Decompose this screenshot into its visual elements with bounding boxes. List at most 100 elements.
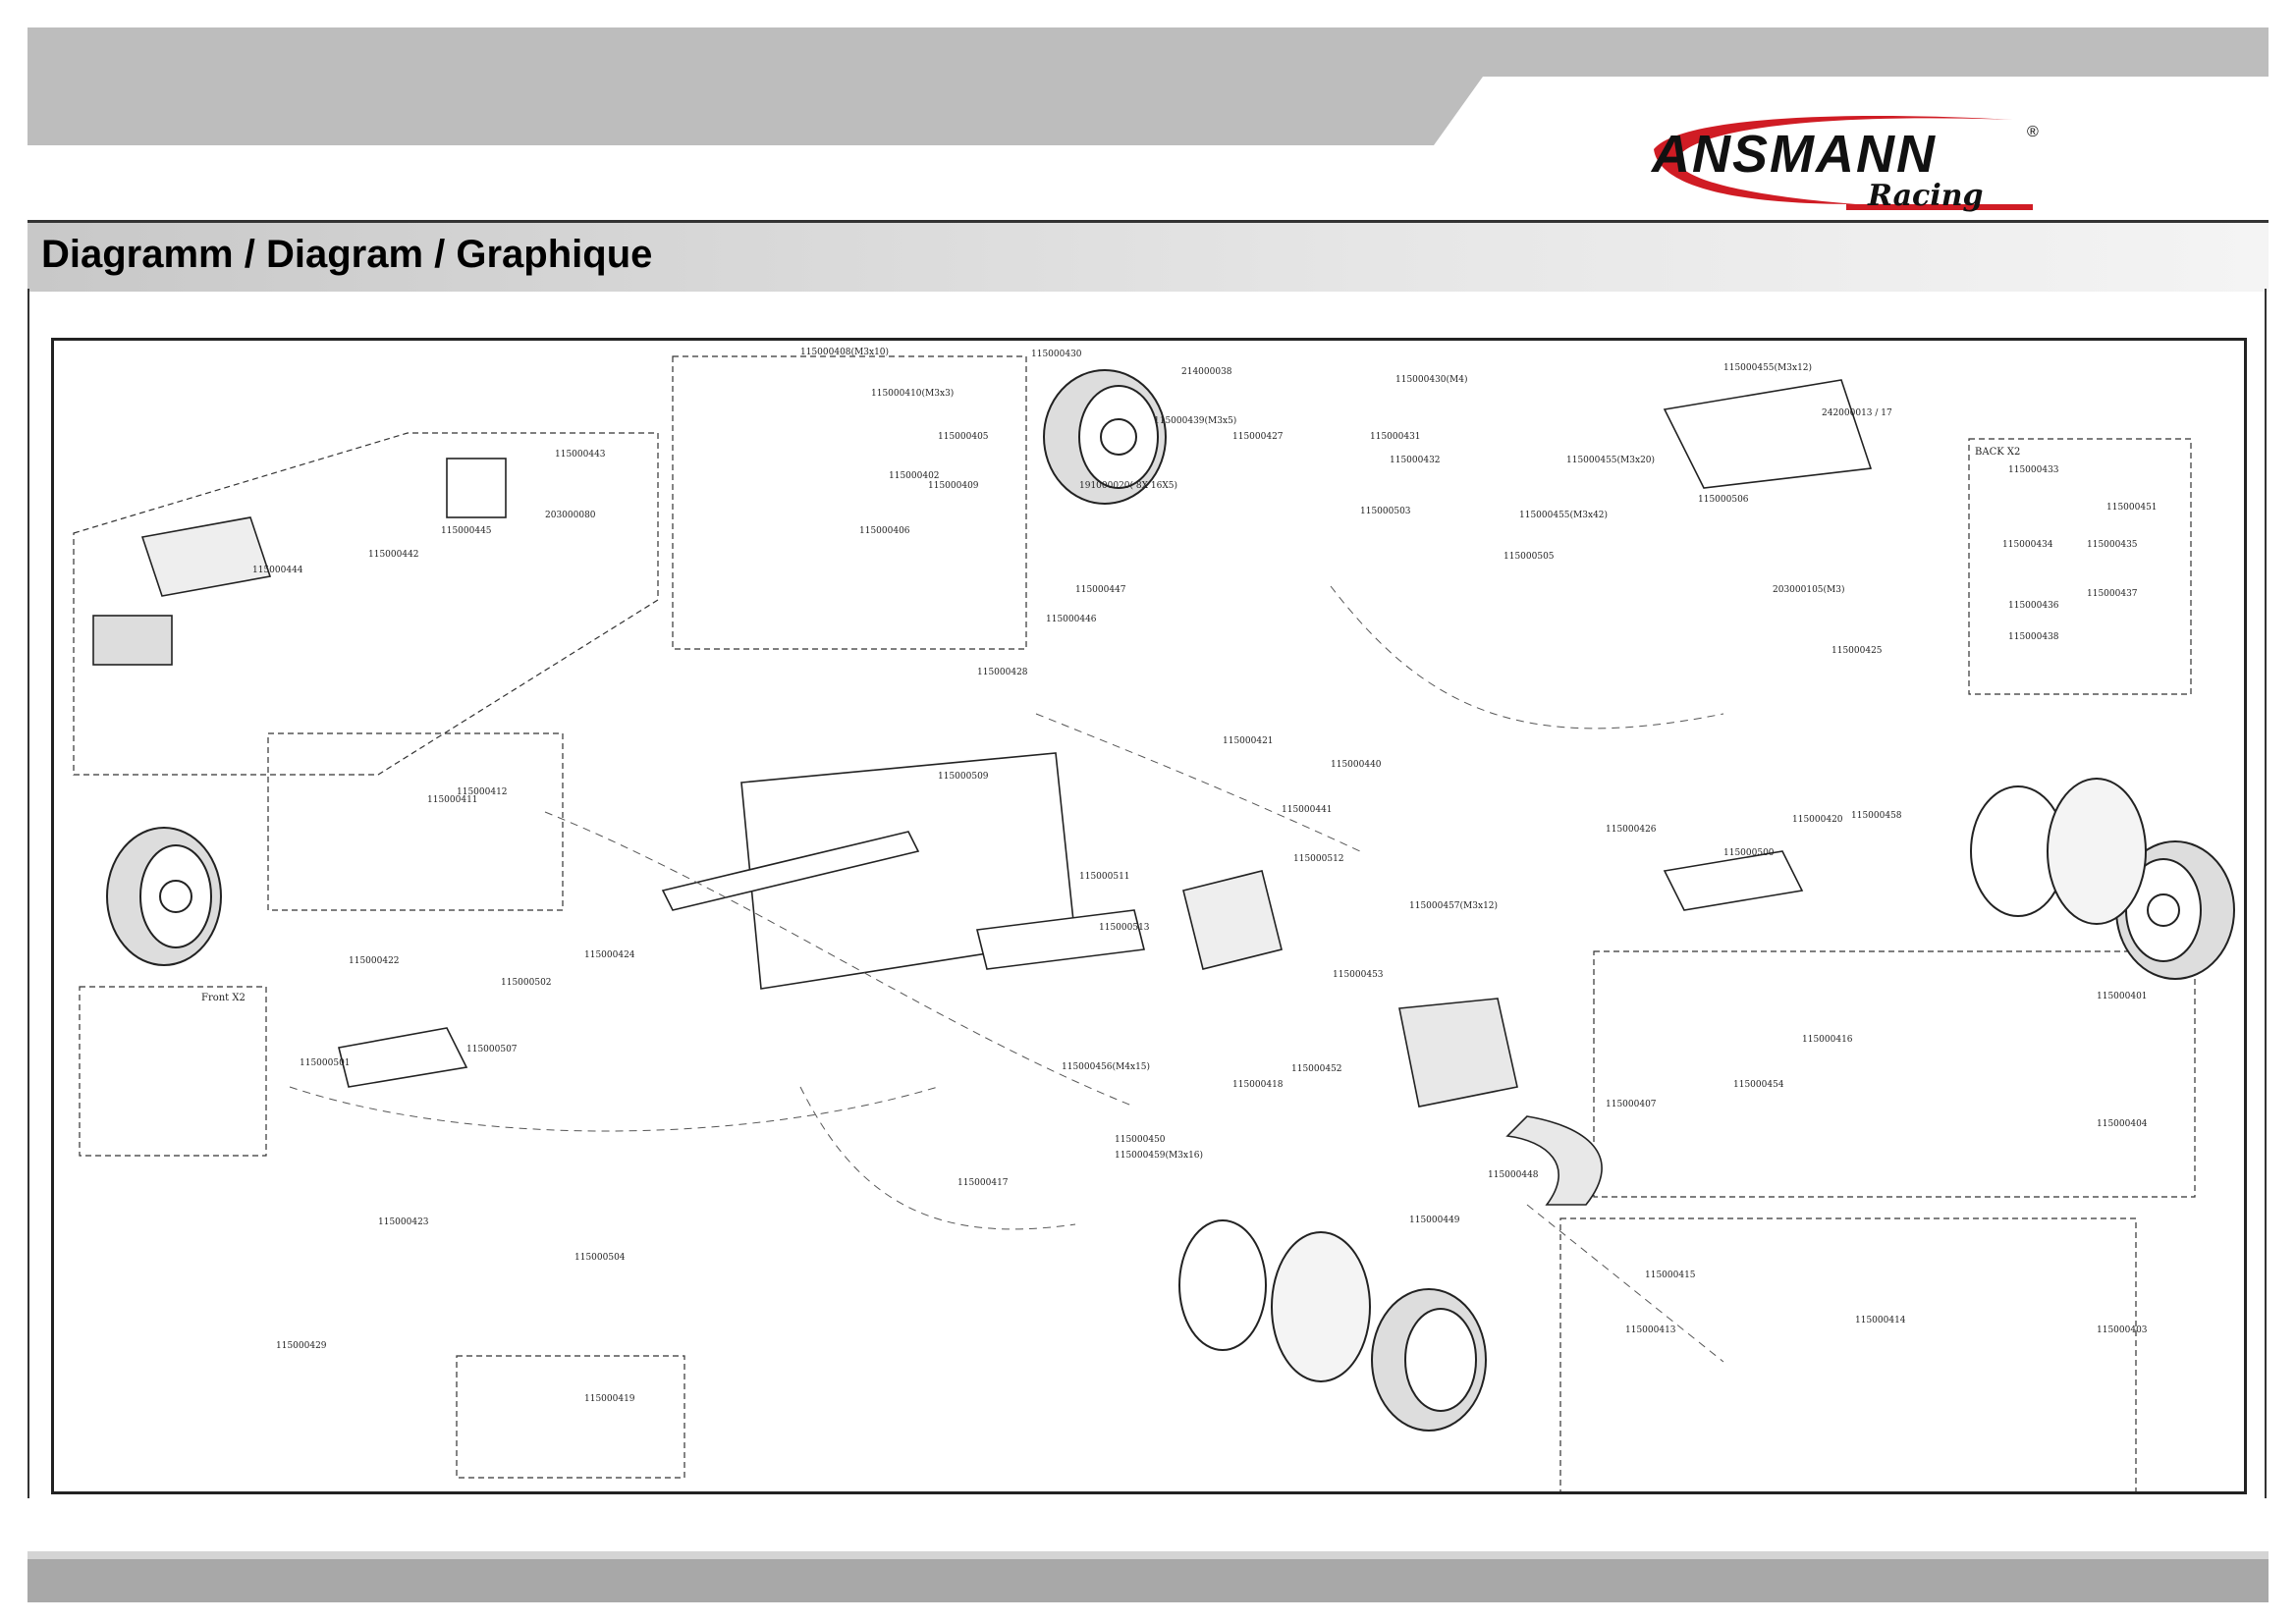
part-label: 115000404 bbox=[2097, 1119, 2148, 1129]
part-label: 115000507 bbox=[466, 1045, 518, 1054]
part-label: 214000038 bbox=[1181, 367, 1232, 377]
part-label: 115000408(M3x10) bbox=[800, 347, 889, 357]
part-label: 115000435 bbox=[2087, 540, 2138, 550]
part-label: 115000424 bbox=[584, 950, 635, 960]
part-label: 115000448 bbox=[1488, 1170, 1539, 1180]
servo-mount-group bbox=[456, 1355, 685, 1479]
brand-logo: ANSMANN ® Racing bbox=[1640, 110, 2052, 218]
part-label: 115000411 bbox=[427, 795, 478, 805]
part-labels: 115000408(M3x10) 115000430 214000038 115… bbox=[252, 347, 2158, 1404]
part-label: 115000423 bbox=[378, 1217, 429, 1227]
wheel-top-icon bbox=[1043, 369, 1167, 505]
rear-shock-group-label: BACK X2 bbox=[1975, 447, 2020, 458]
part-label: 115000455(M3x20) bbox=[1566, 455, 1655, 465]
part-label: 115000455(M3x12) bbox=[1723, 362, 1812, 373]
part-label: 115000512 bbox=[1293, 854, 1344, 864]
part-label: 115000446 bbox=[1046, 615, 1097, 624]
engine-icon bbox=[1398, 998, 1518, 1108]
brace-icon bbox=[661, 831, 920, 911]
part-label: 115000455(M3x42) bbox=[1519, 510, 1608, 520]
part-label: 115000432 bbox=[1390, 456, 1441, 465]
part-label: 115000452 bbox=[1291, 1064, 1342, 1074]
receiver-box-icon bbox=[446, 458, 507, 518]
rear-hub-group bbox=[1593, 950, 2196, 1198]
part-label: 115000444 bbox=[252, 566, 303, 575]
part-label: 115000409 bbox=[928, 481, 979, 491]
steering-servo-group bbox=[267, 732, 564, 911]
brand-registered-mark: ® bbox=[2027, 124, 2039, 140]
brand-name: ANSMANN bbox=[1652, 125, 1937, 184]
part-label: 203000105(M3) bbox=[1773, 584, 1845, 595]
part-label: 115000513 bbox=[1099, 923, 1150, 933]
exploded-diagram: BACK X2 Front X2 bbox=[51, 338, 2247, 1494]
part-label: 115000403 bbox=[2097, 1325, 2148, 1335]
part-label: 115000405 bbox=[938, 432, 989, 442]
part-label: 115000451 bbox=[2106, 503, 2158, 513]
radio-box-icon bbox=[140, 516, 272, 597]
part-label: 115000413 bbox=[1625, 1325, 1676, 1335]
diagram-canvas: BACK X2 Front X2 bbox=[73, 347, 2235, 1491]
part-label: 115000416 bbox=[1802, 1035, 1853, 1045]
fuel-tank-icon bbox=[1182, 870, 1283, 970]
part-label: 115000500 bbox=[1723, 848, 1775, 858]
part-label: 115000407 bbox=[1606, 1100, 1657, 1109]
part-label: 115000511 bbox=[1079, 872, 1130, 882]
part-label: 115000454 bbox=[1733, 1080, 1784, 1090]
front-shock-group-label: Front X2 bbox=[201, 993, 246, 1003]
part-label: 115000447 bbox=[1075, 585, 1126, 595]
part-label: 115000504 bbox=[574, 1253, 626, 1263]
part-label: 115000438 bbox=[2008, 632, 2059, 642]
logo-swoosh-icon bbox=[1654, 115, 2033, 210]
footer-band-mid bbox=[27, 1551, 2269, 1559]
part-label: 115000509 bbox=[938, 772, 989, 782]
part-label: 115000442 bbox=[368, 550, 419, 560]
radio-box-group bbox=[73, 432, 659, 776]
rear-diff-group bbox=[1559, 1217, 2137, 1491]
part-label: 115000420 bbox=[1792, 815, 1843, 825]
part-label: 115000412 bbox=[457, 787, 508, 797]
part-label: 242000013 / 17 bbox=[1822, 408, 1892, 418]
part-label: 115000501 bbox=[300, 1058, 351, 1068]
chassis-icons bbox=[92, 379, 1873, 1206]
part-label: 115000449 bbox=[1409, 1216, 1460, 1225]
part-label: 115000427 bbox=[1232, 432, 1284, 442]
part-label: 115000459(M3x16) bbox=[1115, 1150, 1203, 1161]
part-label: 115000401 bbox=[2097, 992, 2148, 1001]
part-label: 115000430 bbox=[1031, 350, 1082, 359]
part-label: 115000458 bbox=[1851, 811, 1902, 821]
part-label: 115000439(M3x5) bbox=[1154, 415, 1236, 426]
part-label: 115000421 bbox=[1223, 736, 1274, 746]
part-label: 115000437 bbox=[2087, 589, 2138, 599]
exhaust-pipe-icon bbox=[1505, 1115, 1603, 1206]
side-guard-icon bbox=[976, 909, 1145, 970]
part-label: 115000505 bbox=[1503, 552, 1555, 562]
part-label: 115000434 bbox=[2002, 540, 2053, 550]
part-label: 115000433 bbox=[2008, 465, 2059, 475]
part-label: 115000422 bbox=[349, 956, 400, 966]
part-label: 115000506 bbox=[1698, 495, 1749, 505]
rear-arm-icon bbox=[1663, 850, 1804, 911]
rear-wing-icon bbox=[1663, 379, 1873, 489]
front-arm-icon bbox=[338, 1027, 468, 1088]
part-label: 115000431 bbox=[1370, 432, 1421, 442]
footer-band-dark bbox=[27, 1559, 2269, 1602]
rear-shock-group bbox=[1968, 438, 2192, 695]
part-label: 203000080 bbox=[545, 511, 596, 520]
part-label: 115000441 bbox=[1282, 805, 1333, 815]
wheel-right-icon bbox=[1970, 778, 2235, 980]
part-label: 115000445 bbox=[441, 526, 492, 536]
part-label: 115000406 bbox=[859, 526, 910, 536]
title-bar: Diagramm / Diagram / Graphique bbox=[27, 220, 2269, 292]
page-frame bbox=[27, 289, 2267, 1498]
part-label: 115000450 bbox=[1115, 1135, 1166, 1145]
part-label: 115000419 bbox=[584, 1394, 635, 1404]
battery-pack-icon bbox=[92, 615, 173, 666]
part-label: 115000453 bbox=[1333, 970, 1384, 980]
part-label: 115000503 bbox=[1360, 507, 1411, 516]
part-label: 115000457(M3x12) bbox=[1409, 900, 1498, 911]
part-label: 191000020( 8X 16X5) bbox=[1079, 480, 1177, 491]
wheel-icons bbox=[106, 369, 2235, 1432]
part-label: 115000402 bbox=[889, 471, 940, 481]
part-label: 115000430(M4) bbox=[1395, 374, 1468, 385]
part-label: 115000417 bbox=[957, 1178, 1009, 1188]
